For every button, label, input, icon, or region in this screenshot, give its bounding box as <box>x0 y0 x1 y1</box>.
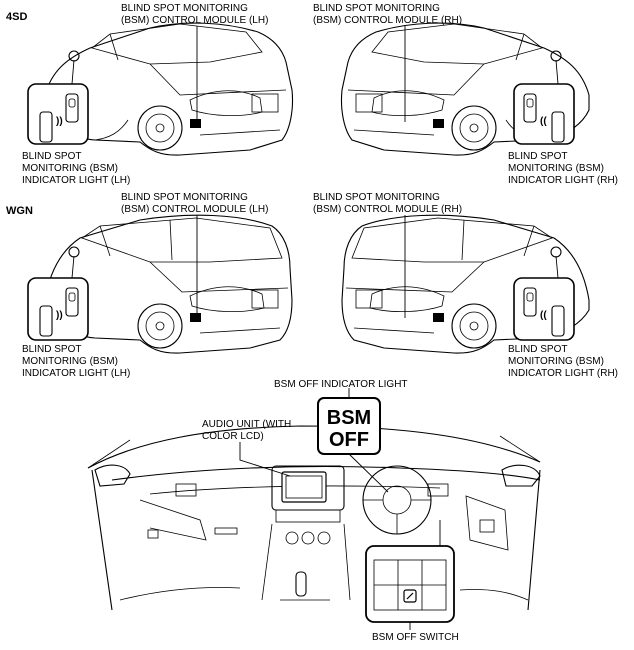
bsm-wave-icon: )) <box>56 116 63 127</box>
label-indicator-lh-sedan: BLIND SPOT MONITORING (BSM) INDICATOR LI… <box>22 151 130 186</box>
svg-text:OFF: OFF <box>329 429 369 451</box>
label-control-module-lh-wagon: BLIND SPOT MONITORING (BSM) CONTROL MODU… <box>121 192 268 215</box>
svg-text:MONITORING (BSM): MONITORING (BSM) <box>22 356 118 367</box>
label-indicator-rh-sedan: BLIND SPOT MONITORING (BSM) INDICATOR LI… <box>508 151 618 186</box>
svg-text:MONITORING (BSM): MONITORING (BSM) <box>22 163 118 174</box>
svg-text:BLIND SPOT MONITORING: BLIND SPOT MONITORING <box>121 3 248 14</box>
label-indicator-lh-wagon: BLIND SPOT MONITORING (BSM) INDICATOR LI… <box>22 344 130 379</box>
bsm-off-indicator-light: BSM OFF <box>317 397 381 455</box>
label-control-module-rh-wagon: BLIND SPOT MONITORING (BSM) CONTROL MODU… <box>313 192 462 215</box>
label-control-module-rh-sedan: BLIND SPOT MONITORING (BSM) CONTROL MODU… <box>313 3 462 26</box>
svg-text:INDICATOR LIGHT (LH): INDICATOR LIGHT (LH) <box>22 368 130 379</box>
label-bsm-off-switch: BSM OFF SWITCH <box>372 632 459 643</box>
svg-text:(BSM) CONTROL MODULE (LH): (BSM) CONTROL MODULE (LH) <box>121 15 268 26</box>
svg-text:BLIND SPOT: BLIND SPOT <box>508 344 567 355</box>
svg-text:(BSM) CONTROL MODULE (LH): (BSM) CONTROL MODULE (LH) <box>121 204 268 215</box>
svg-text:BLIND SPOT: BLIND SPOT <box>508 151 567 162</box>
label-audio-unit: AUDIO UNIT (WITH COLOR LCD) <box>202 419 291 442</box>
svg-text:BLIND SPOT MONITORING: BLIND SPOT MONITORING <box>121 192 248 203</box>
svg-text:MONITORING (BSM): MONITORING (BSM) <box>508 163 604 174</box>
svg-text:INDICATOR LIGHT (RH): INDICATOR LIGHT (RH) <box>508 368 618 379</box>
section-title-wagon: WGN <box>6 205 33 217</box>
dashboard-interior-view <box>87 425 541 611</box>
svg-text:)): )) <box>56 310 63 321</box>
svg-text:COLOR LCD): COLOR LCD) <box>202 431 264 442</box>
svg-text:BLIND SPOT: BLIND SPOT <box>22 151 81 162</box>
svg-text:MONITORING (BSM): MONITORING (BSM) <box>508 356 604 367</box>
label-control-module-lh-sedan: BLIND SPOT MONITORING (BSM) CONTROL MODU… <box>121 3 268 26</box>
indicator-callout-rh-wagon: (( <box>513 246 575 341</box>
svg-text:(BSM) CONTROL MODULE (RH): (BSM) CONTROL MODULE (RH) <box>313 204 462 215</box>
svg-text:BLIND SPOT MONITORING: BLIND SPOT MONITORING <box>313 3 440 14</box>
bsm-off-switch-callout <box>365 545 455 623</box>
svg-text:BLIND SPOT: BLIND SPOT <box>22 344 81 355</box>
svg-text:INDICATOR LIGHT (LH): INDICATOR LIGHT (LH) <box>22 175 130 186</box>
svg-text:((: (( <box>540 310 547 321</box>
svg-text:BLIND SPOT MONITORING: BLIND SPOT MONITORING <box>313 192 440 203</box>
label-bsm-off-indicator: BSM OFF INDICATOR LIGHT <box>274 379 408 390</box>
svg-text:AUDIO UNIT (WITH: AUDIO UNIT (WITH <box>202 419 291 430</box>
indicator-callout-rh-sedan: (( <box>513 50 575 145</box>
indicator-callout-lh-sedan: )) <box>27 50 89 145</box>
svg-text:(BSM) CONTROL MODULE (RH): (BSM) CONTROL MODULE (RH) <box>313 15 462 26</box>
indicator-callout-lh-wagon: )) <box>27 246 89 341</box>
label-indicator-rh-wagon: BLIND SPOT MONITORING (BSM) INDICATOR LI… <box>508 344 618 379</box>
svg-text:INDICATOR LIGHT (RH): INDICATOR LIGHT (RH) <box>508 175 618 186</box>
section-title-sedan: 4SD <box>6 11 27 23</box>
svg-text:((: (( <box>540 116 547 127</box>
svg-text:BSM: BSM <box>327 407 371 429</box>
